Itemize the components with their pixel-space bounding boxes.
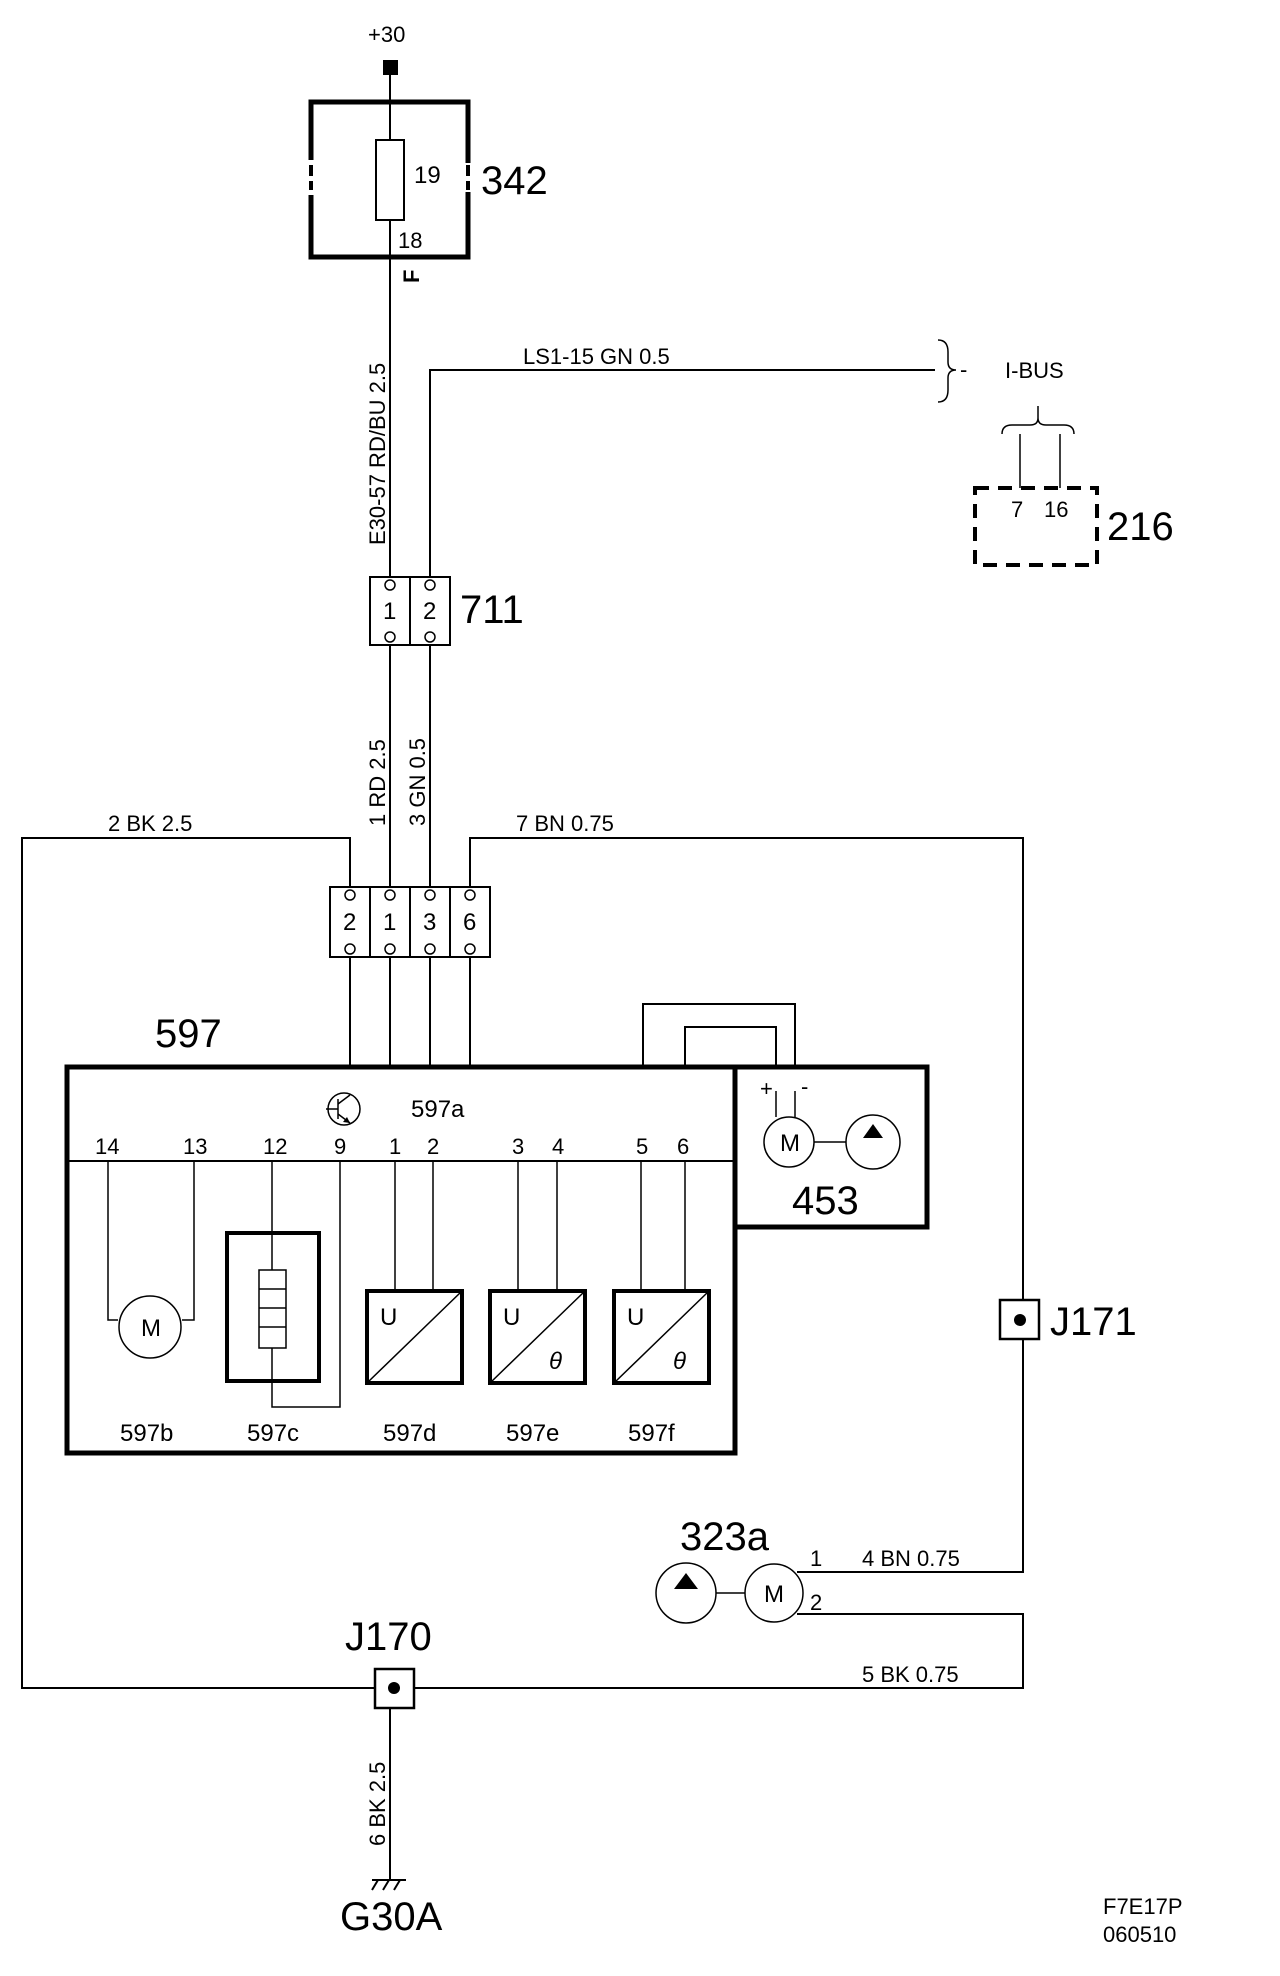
component-597b: 597b bbox=[120, 1420, 173, 1447]
sensor-597f-theta: θ bbox=[673, 1348, 686, 1375]
connector-711-id: 711 bbox=[460, 588, 524, 632]
connector-711-pin-2: 2 bbox=[423, 598, 436, 625]
pump-323a-pin-2: 2 bbox=[810, 1590, 822, 1615]
wire-ls1-label: LS1-15 GN 0.5 bbox=[523, 344, 670, 369]
wire-bn-pump-label: 4 BN 0.75 bbox=[862, 1546, 960, 1571]
motor-597b-icon bbox=[118, 1295, 182, 1359]
junction-j170: J170 bbox=[345, 1615, 432, 1710]
fuse-block-342: 19 18 342 bbox=[308, 99, 548, 260]
pump-323a-pump-icon bbox=[655, 1562, 717, 1624]
unit-597-pin-2: 2 bbox=[427, 1134, 439, 1159]
module-216-id: 216 bbox=[1107, 505, 1174, 549]
module-216 bbox=[973, 486, 1099, 567]
pump-323a-motor-symbol: M bbox=[764, 1581, 784, 1608]
unit-597-sub-label: 597a bbox=[411, 1096, 465, 1123]
junction-j170-id: J170 bbox=[345, 1615, 432, 1659]
supply-label: +30 bbox=[368, 22, 405, 47]
junction-j171-id: J171 bbox=[1050, 1300, 1137, 1344]
pump-453-pump-icon bbox=[845, 1114, 901, 1170]
module-216-pin-16: 16 bbox=[1044, 497, 1068, 522]
connector-597-pin-2: 2 bbox=[343, 909, 356, 936]
unit-597-pin-6: 6 bbox=[677, 1134, 689, 1159]
ground-id: G30A bbox=[340, 1895, 443, 1939]
unit-597-pin-13: 13 bbox=[183, 1134, 207, 1159]
connector-597-pin-6: 6 bbox=[463, 909, 476, 936]
transistor-icon bbox=[326, 1092, 361, 1126]
pump-453-id: 453 bbox=[792, 1179, 859, 1223]
pump-323a-pin-1: 1 bbox=[810, 1546, 822, 1571]
module-216-pin-7: 7 bbox=[1011, 497, 1023, 522]
motor-597b-symbol: M bbox=[141, 1315, 161, 1342]
component-597d: 597d bbox=[383, 1420, 436, 1447]
ibus-split-brace bbox=[1001, 417, 1075, 435]
sensor-597e-u: U bbox=[503, 1304, 520, 1331]
connector-597-pin-1: 1 bbox=[383, 909, 396, 936]
supply-terminal bbox=[383, 60, 398, 75]
connector-711: 1 2 711 bbox=[369, 576, 524, 646]
unit-597-id: 597 bbox=[155, 1012, 222, 1056]
component-597c: 597c bbox=[247, 1420, 299, 1447]
pump-453-minus: - bbox=[801, 1074, 808, 1099]
component-597f: 597f bbox=[628, 1420, 675, 1447]
pump-323a-id: 323a bbox=[680, 1515, 770, 1559]
ibus-brace bbox=[937, 339, 957, 403]
wire-bk-pump-label: 5 BK 0.75 bbox=[862, 1662, 959, 1687]
unit-597-pin-9: 9 bbox=[334, 1134, 346, 1159]
sensor-597f-u: U bbox=[627, 1304, 644, 1331]
unit-597-pin-14: 14 bbox=[95, 1134, 119, 1159]
connector-597: 2 1 3 6 bbox=[329, 886, 491, 958]
ibus-marker: - bbox=[960, 357, 967, 382]
sensor-597d-u: U bbox=[380, 1304, 397, 1331]
unit-597-pin-1: 1 bbox=[389, 1134, 401, 1159]
fuse-letter: F bbox=[399, 270, 424, 283]
pump-453: + - M 453 bbox=[732, 1064, 930, 1230]
unit-597-pin-12: 12 bbox=[263, 1134, 287, 1159]
unit-597-pin-4: 4 bbox=[552, 1134, 564, 1159]
fuse-symbol bbox=[375, 139, 405, 221]
wire-rd-label: 1 RD 2.5 bbox=[365, 739, 390, 826]
fuse-pin: 18 bbox=[398, 228, 422, 253]
ibus-label: I-BUS bbox=[1005, 358, 1064, 383]
sensor-597e-theta: θ bbox=[549, 1348, 562, 1375]
component-597e: 597e bbox=[506, 1420, 559, 1447]
drawing-date: 060510 bbox=[1103, 1922, 1176, 1947]
pump-323a: 323a M 1 2 bbox=[655, 1515, 822, 1624]
connector-597-pin-3: 3 bbox=[423, 909, 436, 936]
wire-bn-top-label: 7 BN 0.75 bbox=[516, 811, 614, 836]
pump-453-plus: + bbox=[760, 1076, 773, 1101]
unit-597: 597a 14 13 12 9 1 2 3 4 5 6 M U bbox=[64, 1064, 738, 1456]
junction-j171: J171 bbox=[998, 1298, 1137, 1344]
wire-gn-label: 3 GN 0.5 bbox=[405, 738, 430, 826]
fuse-block-id: 342 bbox=[481, 159, 548, 203]
connector-711-pin-1: 1 bbox=[383, 598, 396, 625]
fuse-number: 19 bbox=[414, 162, 441, 189]
ground-symbol-icon bbox=[371, 1879, 406, 1891]
wire-bk-left-label: 2 BK 2.5 bbox=[108, 811, 192, 836]
drawing-code: F7E17P bbox=[1103, 1894, 1183, 1919]
pump-453-motor-symbol: M bbox=[780, 1130, 800, 1157]
unit-597-pin-5: 5 bbox=[636, 1134, 648, 1159]
wire-e30-label: E30-57 RD/BU 2.5 bbox=[365, 363, 390, 545]
wire-bk-ground-label: 6 BK 2.5 bbox=[365, 1762, 390, 1846]
unit-597-pin-3: 3 bbox=[512, 1134, 524, 1159]
heater-element-icon bbox=[258, 1269, 287, 1349]
heater-597c-box bbox=[225, 1231, 321, 1383]
pump-323a-motor-icon bbox=[744, 1563, 804, 1623]
